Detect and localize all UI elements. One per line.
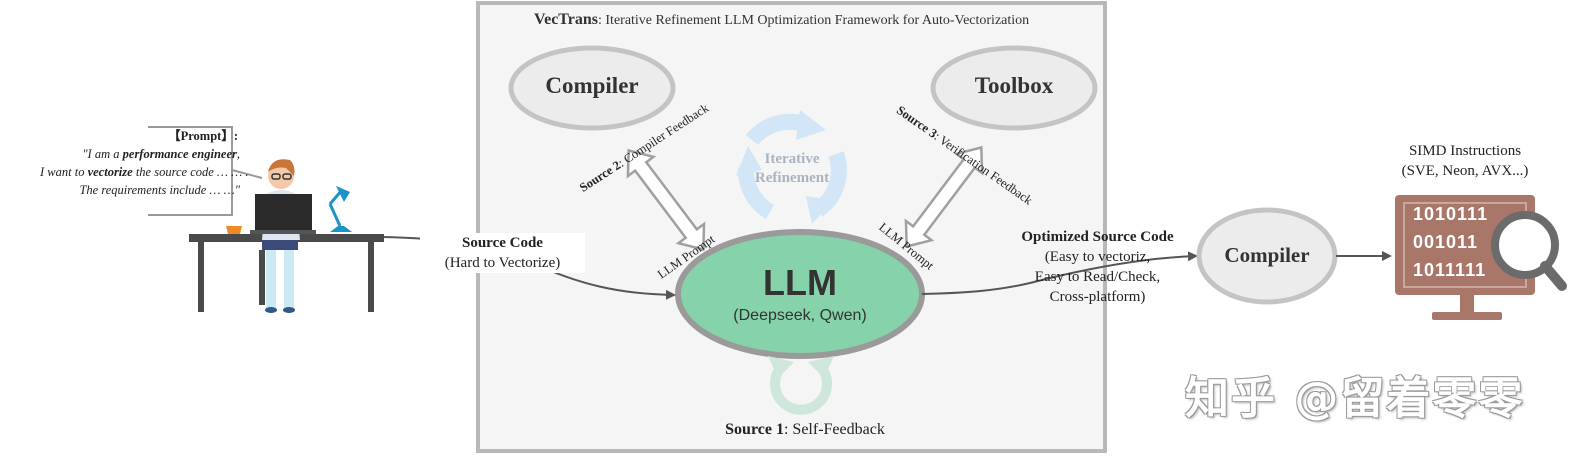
optimized-code-title: Optimized Source Code xyxy=(1021,229,1174,245)
simd-line2: (SVE, Neon, AVX...) xyxy=(1401,163,1529,179)
binary-line-3: 1011111 xyxy=(1413,260,1487,280)
monitor-with-magnifier-icon xyxy=(1395,195,1567,320)
simd-instructions-label: SIMD Instructions (SVE, Neon, AVX...) xyxy=(1380,141,1550,181)
llm-models-label: (Deepseek, Qwen) xyxy=(733,307,867,324)
binary-line-1: 1010111 xyxy=(1413,204,1489,224)
prompt-line1: "I am a performance engineer, xyxy=(82,147,240,161)
source-code-label: Source Code (Hard to Vectorize) xyxy=(420,233,585,273)
compiler-node xyxy=(508,45,676,131)
watermark: 知乎 @留着零零 xyxy=(1185,373,1525,424)
self-feedback-cycle-icon xyxy=(768,356,834,415)
compiler-llm-double-arrow xyxy=(626,148,706,252)
optimized-code-line3: Cross-platform) xyxy=(1049,289,1146,305)
optimized-code-arrow xyxy=(921,251,1198,295)
compiler-label: Compiler xyxy=(545,73,639,98)
optimized-code-label: Optimized Source Code (Easy to vectoriz,… xyxy=(1000,227,1195,307)
source1-label: Source 1: Self-Feedback xyxy=(690,421,920,439)
iterative-refinement-label: Iterative Refinement xyxy=(742,150,842,188)
optimized-code-line2: Easy to Read/Check, xyxy=(1034,269,1161,285)
prompt-bubble-text: 【Prompt】: "I am a performance engineer, … xyxy=(40,127,249,199)
source-code-subtitle: (Hard to Vectorize) xyxy=(444,255,561,271)
toolbox-llm-double-arrow xyxy=(904,145,984,249)
toolbox-label: Toolbox xyxy=(974,73,1054,98)
iterative-line1: Iterative xyxy=(764,151,820,167)
source1-rest: : Self-Feedback xyxy=(783,421,885,438)
toolbox-node xyxy=(930,45,1098,131)
framework-title-name: VecTrans xyxy=(534,11,598,28)
source-code-title: Source Code xyxy=(462,235,543,251)
source1-bold: Source 1 xyxy=(725,421,784,438)
llm-label: LLM xyxy=(763,262,837,303)
prompt-line2: I want to vectorize the source code … … … xyxy=(40,165,249,179)
iterative-line2: Refinement xyxy=(754,170,830,186)
developer-at-desk-illustration xyxy=(148,126,384,313)
compiler-right-node xyxy=(1196,207,1338,305)
optimized-code-line1: (Easy to vectoriz, xyxy=(1044,249,1151,265)
prompt-line3: The requirements include … …" xyxy=(79,183,240,197)
binary-line-2: 001011 xyxy=(1413,232,1479,252)
simd-line1: SIMD Instructions xyxy=(1408,143,1522,159)
prompt-head: 【Prompt】: xyxy=(168,129,238,143)
framework-title-rest: : Iterative Refinement LLM Optimization … xyxy=(598,13,1030,28)
framework-title: VecTrans: Iterative Refinement LLM Optim… xyxy=(534,11,1029,29)
compiler-right-label: Compiler xyxy=(1224,243,1310,267)
